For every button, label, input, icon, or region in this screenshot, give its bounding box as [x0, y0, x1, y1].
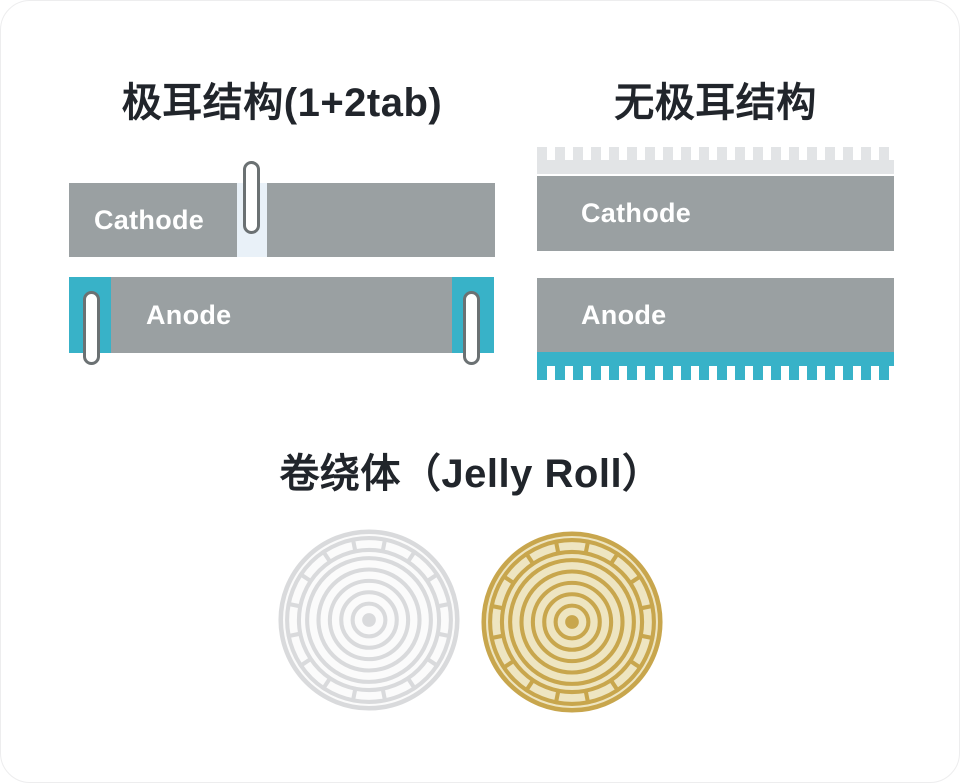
- jellyroll-gold-icon: [481, 531, 663, 713]
- anode-bar-tab: Anode: [69, 277, 494, 353]
- anode-bar-tabless: Anode: [537, 278, 894, 352]
- tabless-structure-title: 无极耳结构: [614, 81, 817, 125]
- cathode-label: Cathode: [94, 204, 205, 235]
- anode-serration-strip: [537, 352, 894, 380]
- cathode-serration-teeth: [537, 147, 894, 160]
- cathode-serration-strip: [537, 147, 894, 174]
- anode-label: Anode: [581, 299, 667, 330]
- cathode-bar-tab: Cathode: [69, 183, 495, 257]
- jelly-roll-title: 卷绕体（Jelly Roll）: [279, 452, 663, 496]
- anode-tab-pill-right-icon: [463, 291, 480, 365]
- cathode-serration-base: [537, 160, 894, 174]
- cathode-bar-tabless: Cathode: [537, 176, 894, 251]
- cathode-label: Cathode: [581, 198, 692, 228]
- anode-serration-base: [537, 352, 894, 366]
- anode-label: Anode: [146, 299, 232, 330]
- anode-tab-pill-left-icon: [83, 291, 100, 365]
- tab-structure-title: 极耳结构(1+2tab): [121, 81, 443, 125]
- jellyroll-gray-icon: [278, 529, 460, 711]
- cathode-tab-pill-icon: [243, 161, 260, 234]
- anode-bar-coated-section: Anode: [111, 277, 452, 353]
- anode-serration-teeth: [537, 366, 894, 380]
